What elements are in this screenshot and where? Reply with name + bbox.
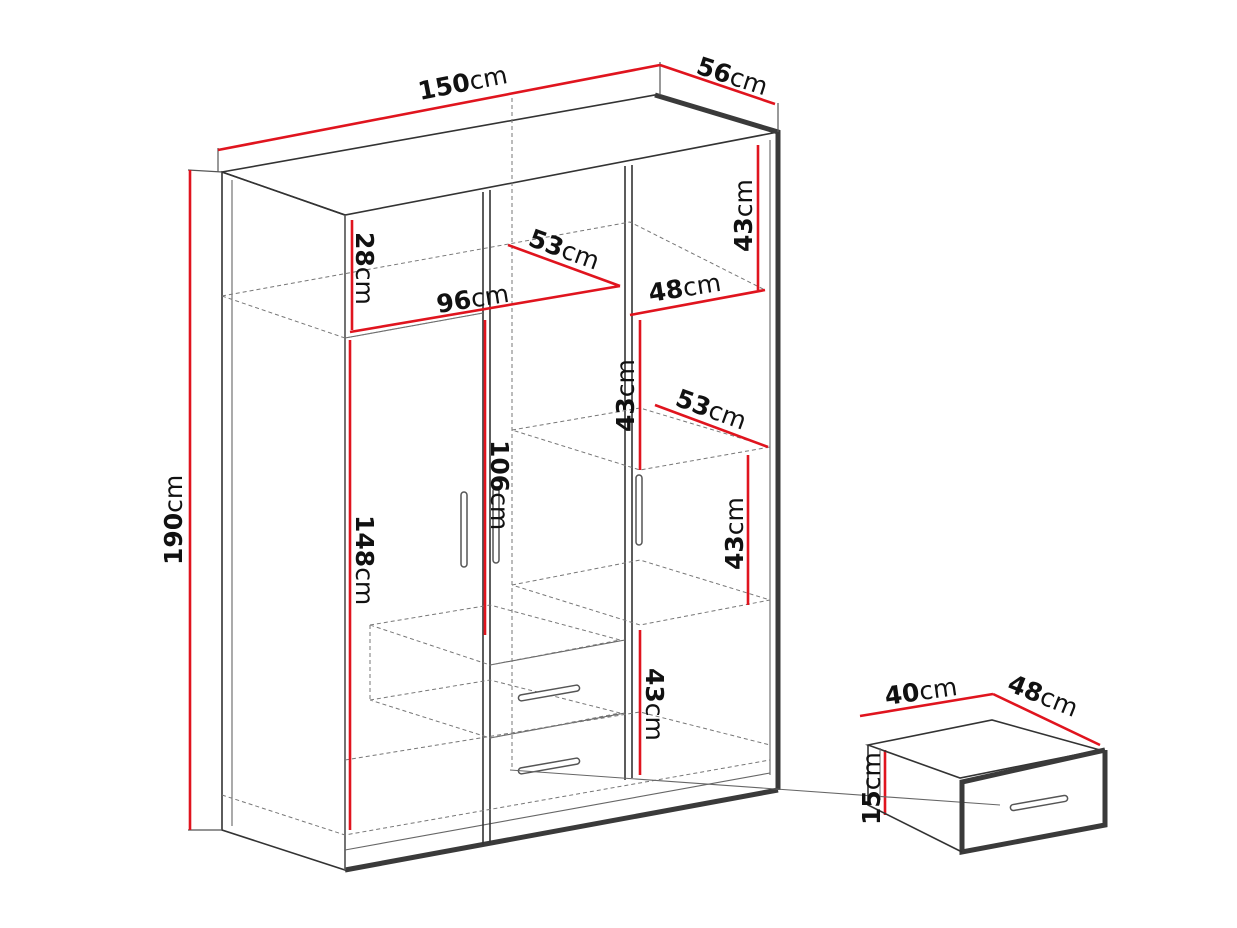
label-right-bottom-height: 43cm: [640, 668, 669, 741]
dim-right-width: [629, 288, 766, 317]
label-drawer-depth: 48cm: [1004, 669, 1082, 723]
dim-width: [217, 63, 661, 152]
door-handle-left: [460, 491, 468, 568]
label-top-compartment-width: 96cm: [434, 279, 511, 319]
label-height: 190cm: [159, 475, 188, 565]
dim-right-shelf-depth: [654, 403, 769, 449]
plinth-line: [344, 772, 771, 851]
dim-drawer-width: [859, 692, 994, 718]
label-right-shelf-depth: 53cm: [672, 383, 750, 435]
label-top-shelf-depth: 53cm: [525, 223, 603, 275]
shelf-top-back: [221, 221, 766, 297]
label-right-mid-height: 43cm: [611, 359, 640, 432]
label-left-hanging-height: 148cm: [350, 515, 379, 605]
bottom-shelf: [221, 759, 771, 836]
label-drawer-width: 40cm: [883, 672, 959, 711]
dim-top-compartment-width: [349, 284, 621, 334]
shelf-mid-right: [511, 407, 771, 471]
wardrobe-top: [218, 94, 779, 216]
shelf-top-left: [221, 295, 484, 339]
dimension-labels: 150cm 56cm 190cm 28cm 96cm 53cm 43cm 48c…: [159, 51, 1082, 825]
extension-lines: [187, 62, 779, 831]
label-right-width: 48cm: [646, 268, 723, 308]
left-top-shelf: [344, 312, 484, 339]
dimension-lines: [188, 63, 1101, 830]
bottom-inner: [344, 711, 771, 761]
drawer-pointer-line: [509, 769, 1001, 806]
drawer-side: [867, 745, 963, 853]
door-handle-center: [492, 487, 500, 564]
drawer-box-upper: [369, 604, 621, 666]
shelf-low-right: [511, 559, 771, 626]
drawer-detail-handle: [1009, 794, 1069, 812]
drawer-handle-upper: [517, 684, 581, 702]
drawer-box-lower: [369, 679, 621, 739]
label-right-lower-height: 43cm: [720, 497, 749, 570]
label-depth: 56cm: [693, 51, 771, 101]
wardrobe-front-bottom: [344, 787, 779, 873]
label-drawer-height: 15cm: [857, 752, 886, 825]
dim-drawer-depth: [992, 692, 1101, 747]
wardrobe: [218, 92, 781, 873]
door-handle-right: [635, 474, 643, 546]
dim-depth: [659, 63, 776, 106]
label-right-top-height: 43cm: [729, 179, 758, 252]
label-top-compartment-height: 28cm: [350, 232, 379, 305]
label-center-hanging-height: 106cm: [485, 440, 514, 530]
drawer-top-line: [489, 639, 626, 666]
dim-top-shelf-depth: [507, 243, 621, 288]
label-width: 150cm: [416, 60, 510, 106]
drawer-detail: [509, 719, 1108, 856]
drawer-handle-lower: [517, 757, 581, 775]
